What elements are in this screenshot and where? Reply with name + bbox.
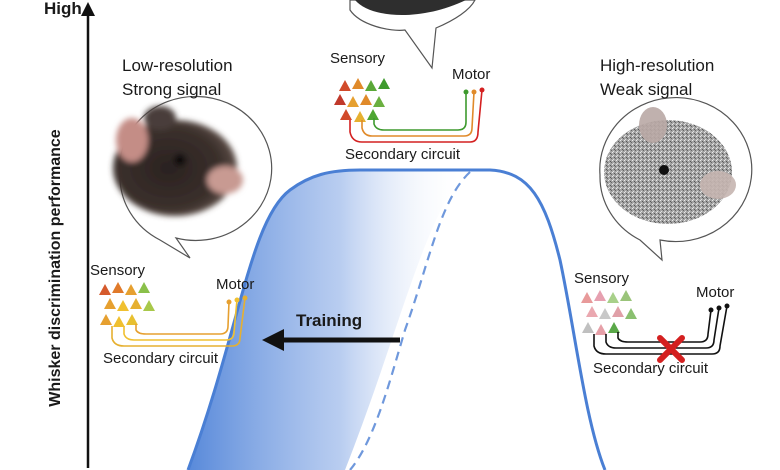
right-circuit-label: Secondary circuit [593, 360, 709, 377]
mouse-sharp-icon [604, 107, 736, 224]
left-bubble [113, 95, 273, 259]
axis-arrowhead-icon [81, 2, 95, 16]
mouse-dark-icon [355, 0, 466, 16]
left-circuit [99, 282, 248, 347]
baseline-curve-dashed [349, 171, 471, 470]
left-sensory-label: Sensory [90, 262, 146, 279]
top-circuit-label: Secondary circuit [345, 146, 461, 163]
cross-icon [657, 335, 685, 363]
performance-curve [186, 168, 607, 470]
right-title-line1: High-resolution [600, 56, 715, 75]
right-sensory-label: Sensory [574, 270, 630, 287]
y-axis-title: Whisker discrimination performance [47, 129, 64, 407]
left-title-line1: Low-resolution [122, 56, 233, 75]
y-axis [81, 2, 95, 468]
top-circuit [334, 78, 485, 143]
right-title-line2: Weak signal [600, 80, 693, 99]
neuron-cluster-icon [581, 290, 637, 335]
arrow-left-icon [262, 329, 284, 351]
left-title-line2: Strong signal [122, 80, 222, 99]
performance-area [188, 170, 465, 470]
left-motor-label: Motor [216, 276, 255, 293]
top-motor-label: Motor [452, 66, 491, 83]
top-sensory-label: Sensory [330, 50, 386, 67]
neuron-cluster-icon [99, 282, 155, 327]
neuron-cluster-icon [334, 78, 390, 122]
top-bubble [349, 0, 476, 70]
left-circuit-label: Secondary circuit [103, 350, 219, 367]
right-circuit [581, 290, 730, 363]
training-label: Training [296, 311, 363, 330]
right-motor-label: Motor [696, 284, 735, 301]
y-axis-high-label: High [44, 0, 82, 18]
right-bubble [599, 97, 753, 262]
mouse-blurred-icon [113, 106, 243, 216]
training-arrow [262, 329, 400, 351]
